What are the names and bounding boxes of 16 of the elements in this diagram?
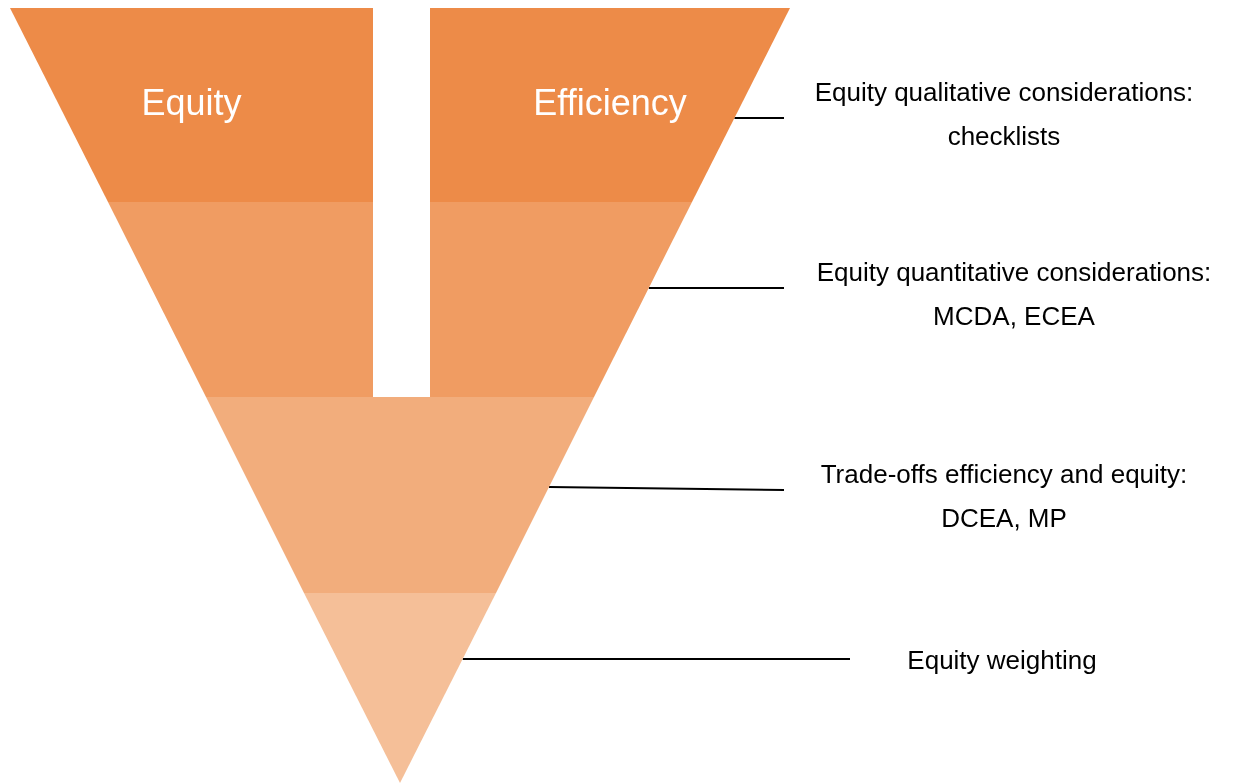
funnel-segment <box>430 8 790 202</box>
funnel-segment <box>108 202 373 397</box>
funnel-segment <box>10 8 373 202</box>
segment-label: Efficiency <box>532 82 688 124</box>
segment-label: Equity <box>140 82 243 124</box>
level-description: Equity weighting <box>850 638 1154 682</box>
level-description: Equity quantitative considerations: MCDA, ECEA <box>784 250 1244 338</box>
level-description: Equity qualitative considerations: checklists <box>784 70 1224 158</box>
funnel-segment <box>206 397 594 593</box>
leader-line <box>461 658 851 660</box>
leader-line <box>548 486 785 491</box>
funnel-segment <box>304 593 496 783</box>
leader-line <box>647 287 785 289</box>
leader-line <box>733 117 785 119</box>
funnel-segment <box>430 202 692 397</box>
level-description: Trade-offs efficiency and equity: DCEA, MP <box>784 452 1224 540</box>
